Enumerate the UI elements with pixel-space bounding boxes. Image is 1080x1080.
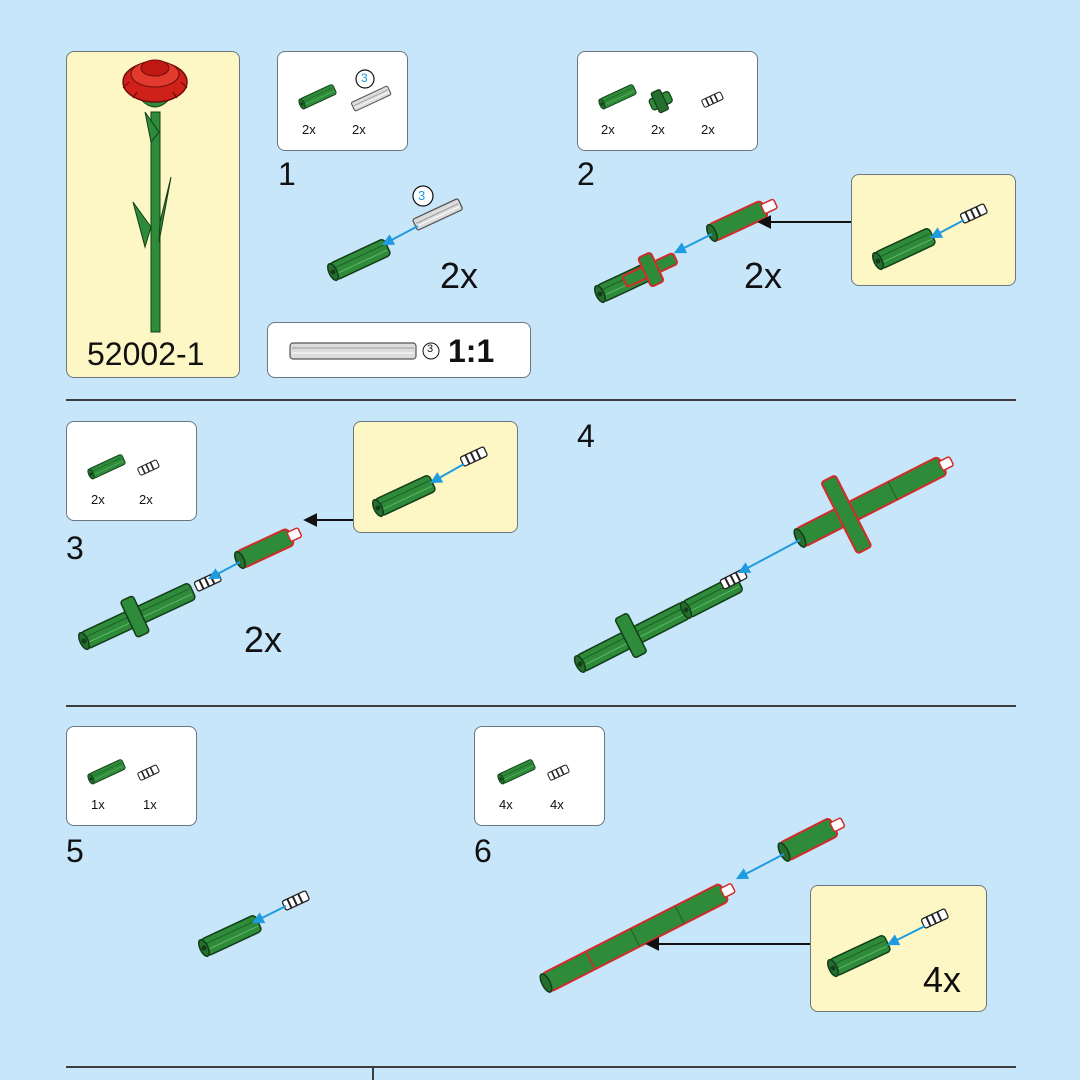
section-divider: [66, 399, 1016, 401]
step-2-parts-icons: [597, 83, 725, 114]
step-1-part-qty: 2x: [352, 122, 366, 137]
step-5-part-qty: 1x: [143, 797, 157, 812]
rose-model-illustration: [122, 59, 188, 333]
step-5-parts-panel: 1x 1x: [66, 726, 197, 826]
step-3-part-qty: 2x: [91, 492, 105, 507]
step-6-subassembly: [824, 907, 950, 979]
step-6-part-qty: 4x: [550, 797, 564, 812]
set-number: 52002-1: [87, 336, 205, 372]
column-divider: [372, 1066, 374, 1080]
step-2-multiplier: 2x: [744, 255, 783, 296]
step-1-parts-panel: 3 2x 2x: [277, 51, 408, 151]
scale-reference-box: 3 1:1: [267, 322, 531, 378]
step-2-part-qty: 2x: [651, 122, 665, 137]
step-5-part-qty: 1x: [91, 797, 105, 812]
scale-length-number: 3: [427, 343, 434, 355]
step-2-part-qty: 2x: [601, 122, 615, 137]
step-4-number: 4: [577, 418, 595, 454]
step-3-parts-panel: 2x 2x: [66, 421, 197, 521]
step-6-number: 6: [474, 833, 492, 869]
section-divider: [66, 1066, 1016, 1068]
step-2-part-qty: 2x: [701, 122, 715, 137]
step-3-multiplier: 2x: [244, 619, 283, 660]
scale-ratio: 1:1: [448, 333, 495, 369]
step-1-multiplier: 2x: [440, 255, 479, 296]
step-1-callout-ref: 3: [418, 188, 426, 203]
step-3-subassembly: [369, 445, 489, 519]
step-3-subassembly-panel: [353, 421, 518, 533]
step-1-callout-number: 3: [361, 71, 368, 85]
section-divider: [66, 705, 1016, 707]
step-5-number: 5: [66, 833, 84, 869]
step-3-number: 3: [66, 530, 84, 566]
step-1-parts-icons: [297, 69, 392, 112]
axle-length-scale: [289, 342, 440, 360]
step-6-parts-panel: 4x 4x: [474, 726, 605, 826]
step-6-subassembly-panel: 4x: [810, 885, 987, 1012]
step-2-number: 2: [577, 156, 595, 192]
model-preview-panel: 52002-1: [66, 51, 240, 378]
step-2-subassembly: [869, 202, 989, 272]
step-6-sub-multiplier: 4x: [923, 959, 962, 1000]
step-3-part-qty: 2x: [139, 492, 153, 507]
step-6-part-qty: 4x: [499, 797, 513, 812]
step-2-parts-panel: 2x 2x 2x: [577, 51, 758, 151]
step-2-subassembly-panel: [851, 174, 1016, 286]
step-1-part-qty: 2x: [302, 122, 316, 137]
step-1-number: 1: [278, 156, 296, 192]
